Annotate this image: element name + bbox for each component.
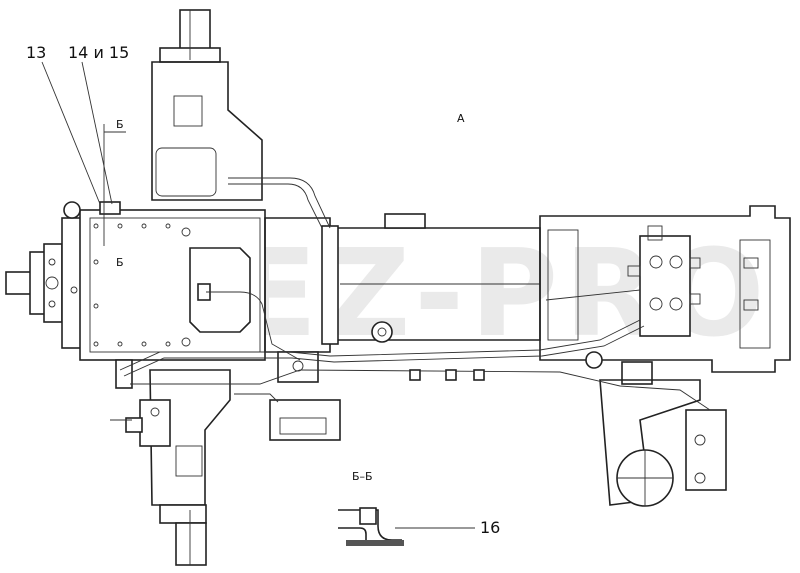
- section-detail: [338, 507, 475, 546]
- gearbox-housing: [61, 201, 266, 361]
- callout-16: 16: [480, 518, 500, 537]
- callout-13: 13: [26, 43, 46, 62]
- left-valve-assembly: [115, 359, 171, 447]
- callout-14-15: 14 и 15: [68, 43, 129, 62]
- rear-housing: [539, 205, 791, 385]
- section-mark-top: Б: [116, 118, 124, 131]
- center-valve-assembly: [269, 351, 341, 441]
- view-label-a: А: [457, 112, 465, 125]
- drive-flange: [5, 243, 63, 323]
- hydraulic-pipes: [110, 177, 711, 421]
- section-title: Б–Б: [352, 470, 373, 483]
- leader-lines: [41, 61, 126, 246]
- housing-bolts: [70, 223, 191, 347]
- axle-housing: [149, 9, 263, 566]
- valve-block: [627, 225, 701, 337]
- section-mark-bottom: Б: [116, 256, 124, 269]
- lift-arm: [585, 351, 727, 507]
